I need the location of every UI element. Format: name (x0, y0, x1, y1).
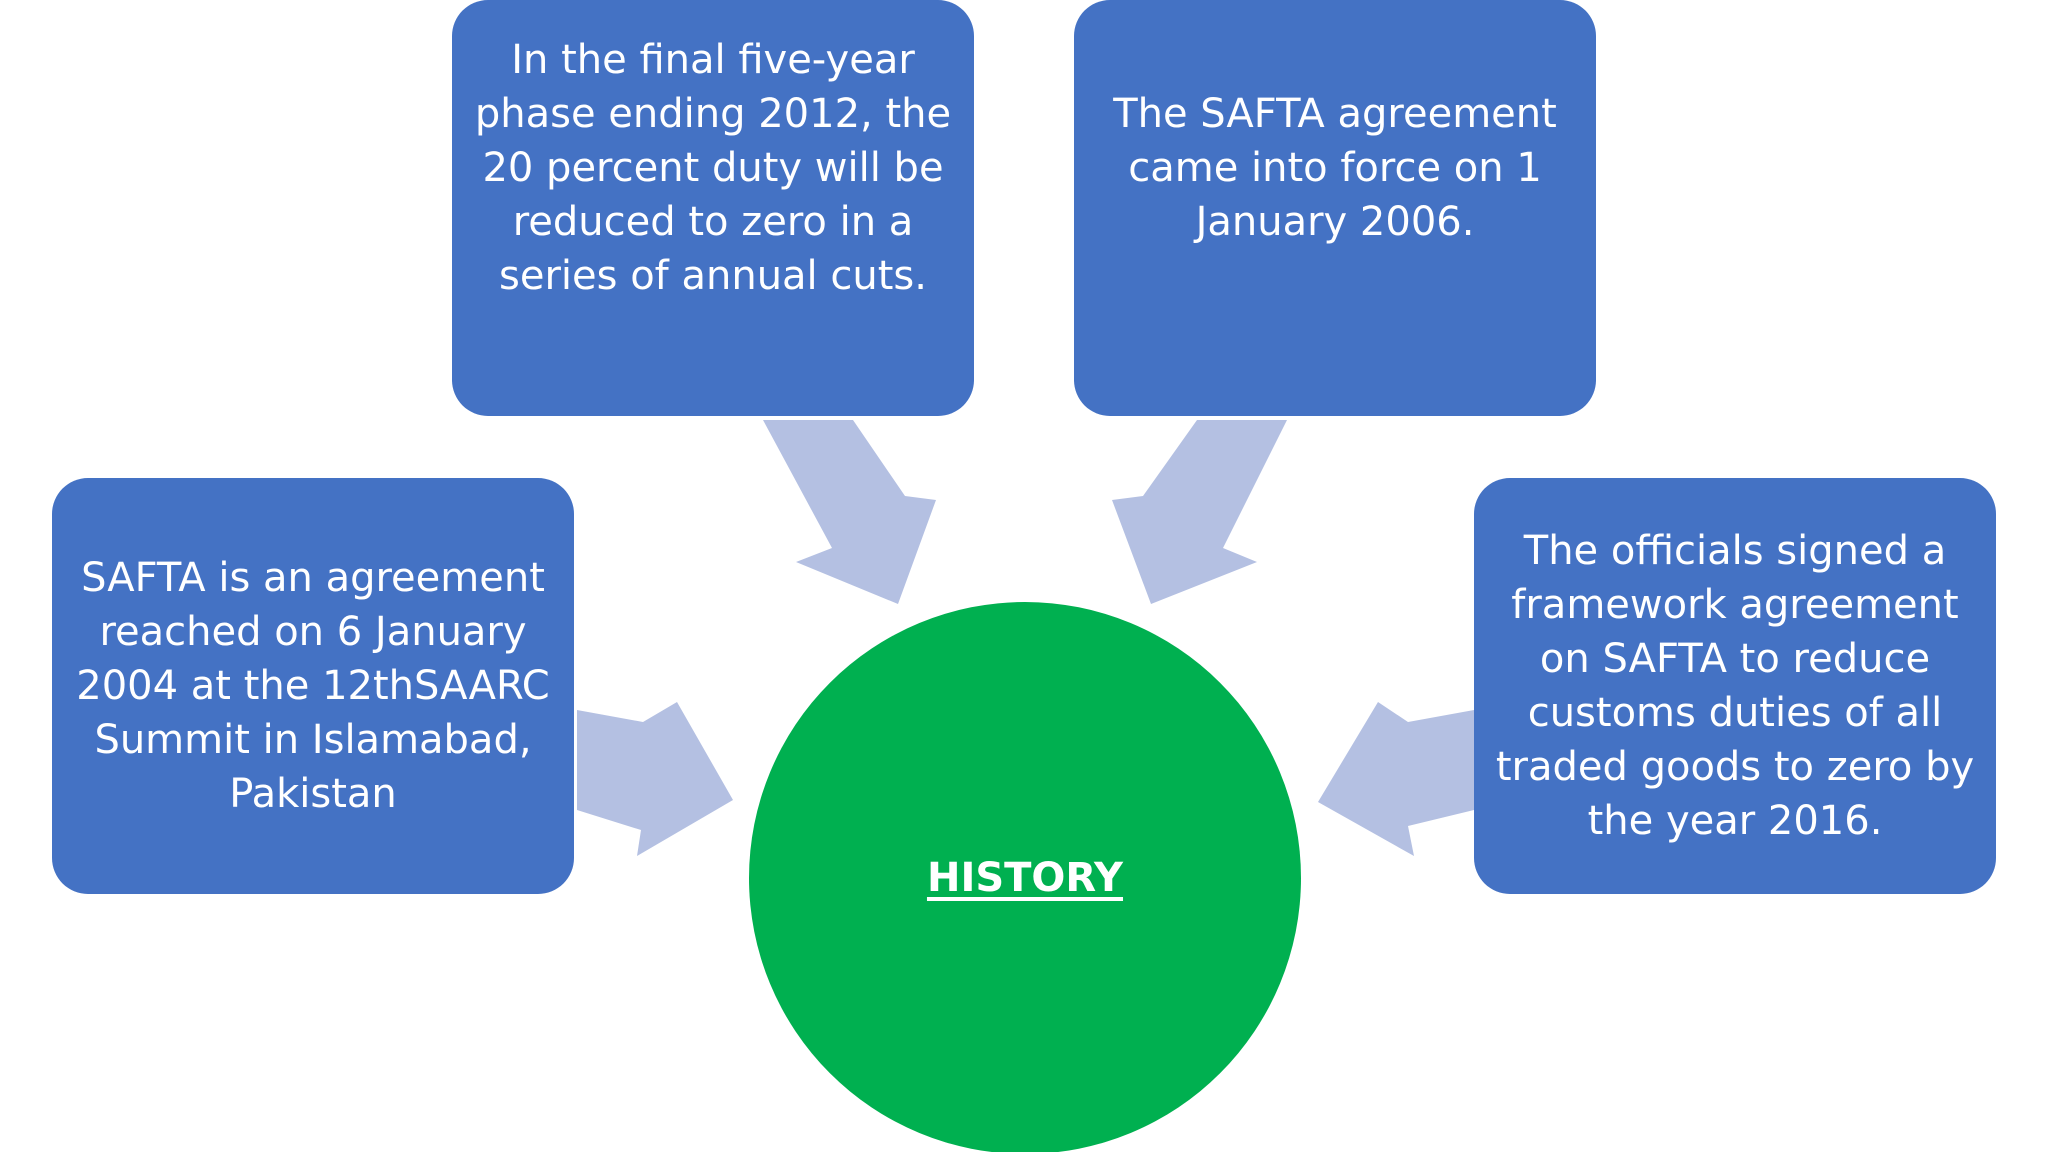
arrow-left-to-center (577, 702, 733, 856)
box-final-phase: In the final five-year phase ending 2012… (452, 0, 974, 416)
box-came-into-force: The SAFTA agreement came into force on 1… (1074, 0, 1596, 416)
box-came-into-force-text: The SAFTA agreement came into force on 1… (1113, 91, 1557, 245)
arrow-right-to-center (1318, 702, 1474, 856)
arrow-top-right-to-center (1112, 420, 1287, 604)
arrow-top-left-to-center (763, 420, 936, 604)
center-label-history: HISTORY (926, 855, 1124, 901)
arrows-layer (577, 420, 1474, 856)
box-agreement-reached: SAFTA is an agreement reached on 6 Janua… (52, 478, 574, 894)
box-framework-signed: The officials signed a framework agreeme… (1474, 478, 1996, 894)
center-circle (749, 602, 1301, 1152)
box-framework-signed-text: The officials signed a framework agreeme… (1495, 528, 1975, 844)
box-final-phase-text: In the final five-year phase ending 2012… (474, 37, 952, 299)
box-agreement-reached-text: SAFTA is an agreement reached on 6 Janua… (76, 555, 550, 817)
